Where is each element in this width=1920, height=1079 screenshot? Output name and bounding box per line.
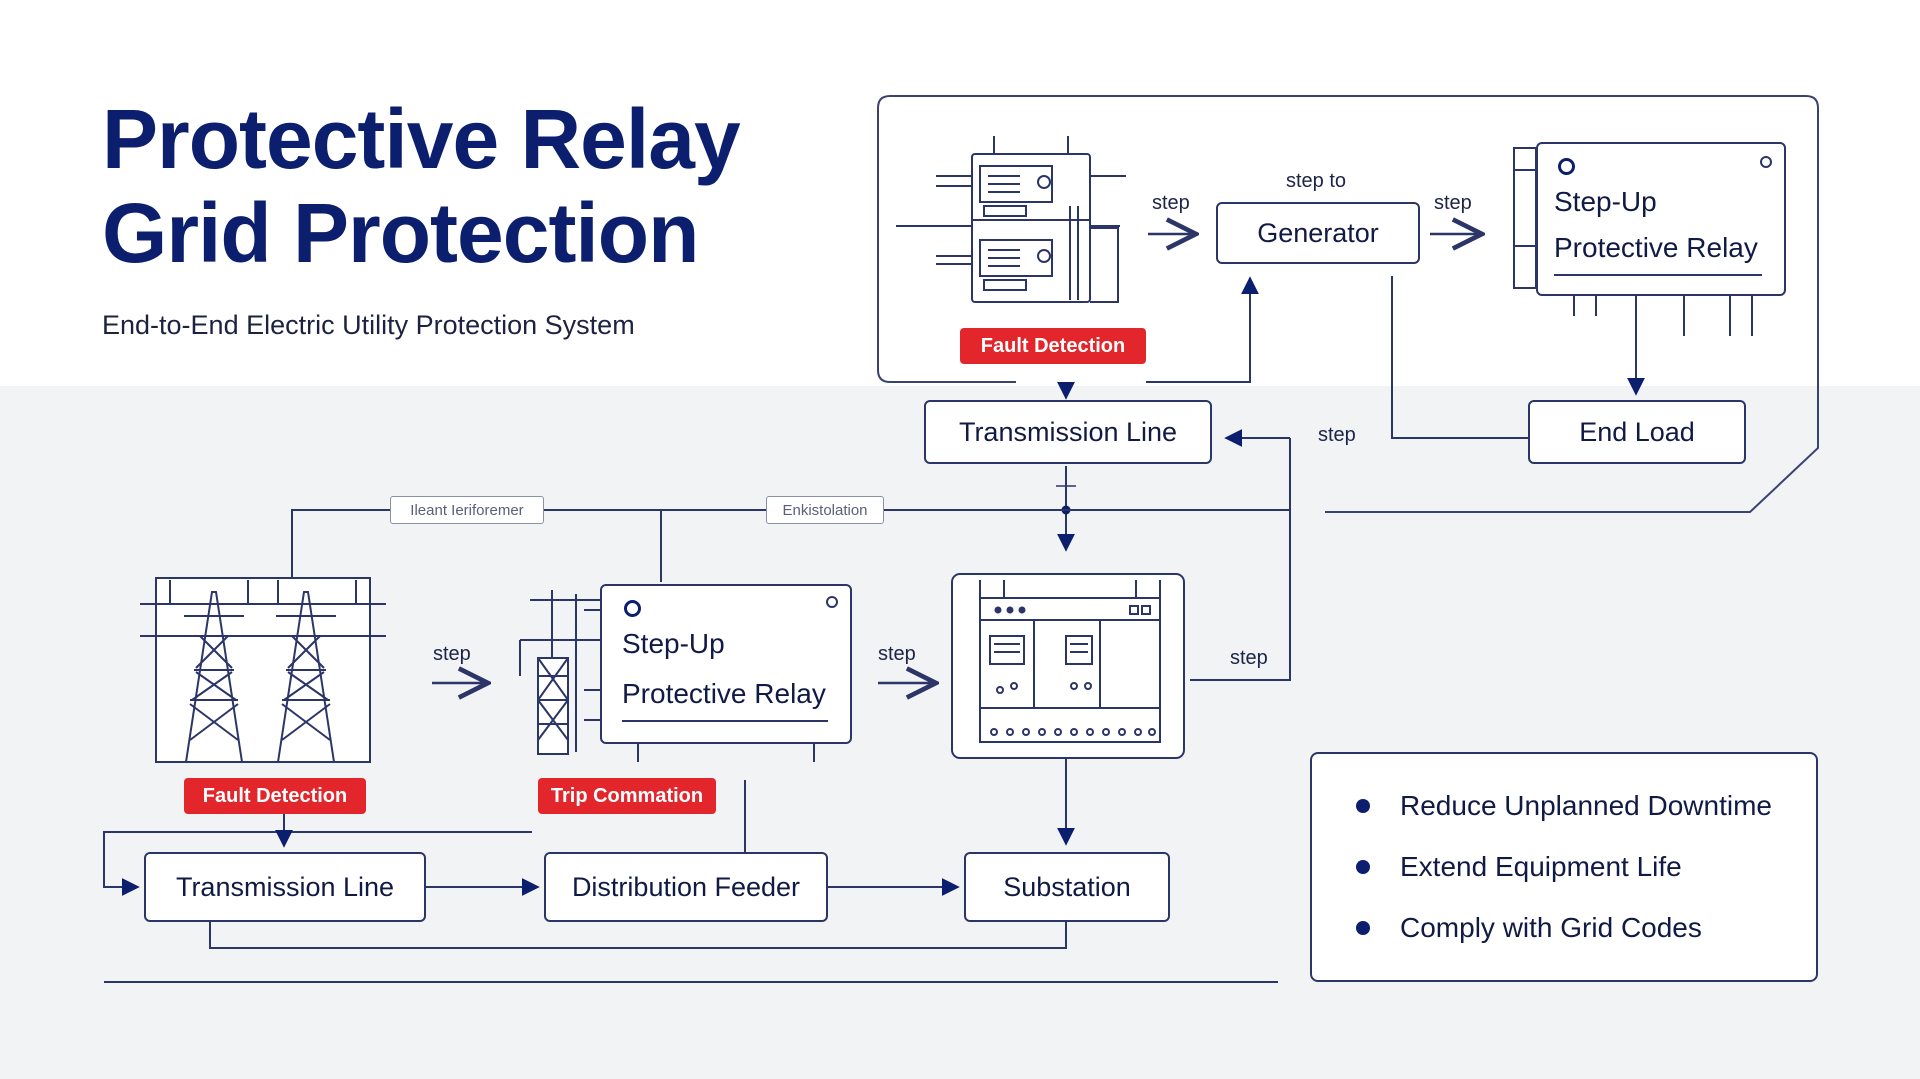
bullet-icon [1356, 860, 1370, 874]
top-container-frame [890, 95, 1819, 513]
bottom-step-label-1: step [433, 643, 471, 665]
bottom-relay-card[interactable]: Step-Up Protective Relay [600, 584, 852, 744]
title-line-2: Grid Protection [102, 186, 699, 280]
top-relay-status-icon [1558, 158, 1575, 175]
benefit-item: Comply with Grid Codes [1356, 912, 1702, 944]
top-relay-subtitle: Protective Relay [1554, 232, 1758, 263]
bottom-relay-indicator-icon [826, 596, 838, 608]
page-title: Protective Relay Grid Protection [102, 92, 741, 280]
trip-command-badge: Trip Commation [538, 778, 716, 814]
page-subtitle: End-to-End Electric Utility Protection S… [102, 310, 635, 340]
control-panel-icon [951, 573, 1185, 759]
end-load-box[interactable]: End Load [1528, 400, 1746, 464]
relay-rack-icon [519, 590, 600, 755]
switchgear-icon [896, 136, 1126, 303]
title-line-1: Protective Relay [102, 92, 741, 186]
bottom-relay-rule [622, 720, 828, 722]
top-step-label-2: step [1434, 192, 1472, 214]
bottom-step-label-2: step [878, 643, 916, 665]
top-relay-indicator-icon [1760, 156, 1772, 168]
generator-box[interactable]: Generator [1216, 202, 1420, 264]
tag-left: Ileant Ieriforemer [390, 496, 544, 524]
benefit-item: Extend Equipment Life [1356, 851, 1682, 883]
transmission-tower-icon [140, 577, 386, 763]
top-relay-terminals [1513, 147, 1753, 336]
bottom-fault-detection-badge: Fault Detection [184, 778, 366, 814]
top-fault-detection-badge: Fault Detection [960, 328, 1146, 364]
top-relay-card[interactable]: Step-Up Protective Relay [1536, 142, 1786, 296]
benefit-item: Reduce Unplanned Downtime [1356, 790, 1772, 822]
tag-right: Enkistolation [766, 496, 884, 524]
bottom-transmission-line-box[interactable]: Transmission Line [144, 852, 426, 922]
benefit-label: Extend Equipment Life [1400, 851, 1682, 882]
top-relay-rule [1554, 274, 1762, 276]
bottom-relay-title: Step-Up [622, 628, 725, 659]
bottom-relay-status-icon [624, 600, 641, 617]
bottom-step-label-3: step [1230, 647, 1268, 669]
substation-box[interactable]: Substation [964, 852, 1170, 922]
generator-caption: step to [1286, 170, 1347, 192]
top-step-label-1: step [1152, 192, 1190, 214]
distribution-feeder-box[interactable]: Distribution Feeder [544, 852, 828, 922]
bottom-relay-subtitle: Protective Relay [622, 678, 826, 709]
top-step-label-3: step [1318, 424, 1356, 446]
bullet-icon [1356, 921, 1370, 935]
benefit-label: Reduce Unplanned Downtime [1400, 790, 1772, 821]
bullet-icon [1356, 799, 1370, 813]
bottom-relay-terminals [637, 744, 815, 762]
benefits-panel: Reduce Unplanned Downtime Extend Equipme… [1310, 752, 1818, 982]
top-transmission-line-box[interactable]: Transmission Line [924, 400, 1212, 464]
benefit-label: Comply with Grid Codes [1400, 912, 1702, 943]
top-relay-title: Step-Up [1554, 186, 1657, 217]
